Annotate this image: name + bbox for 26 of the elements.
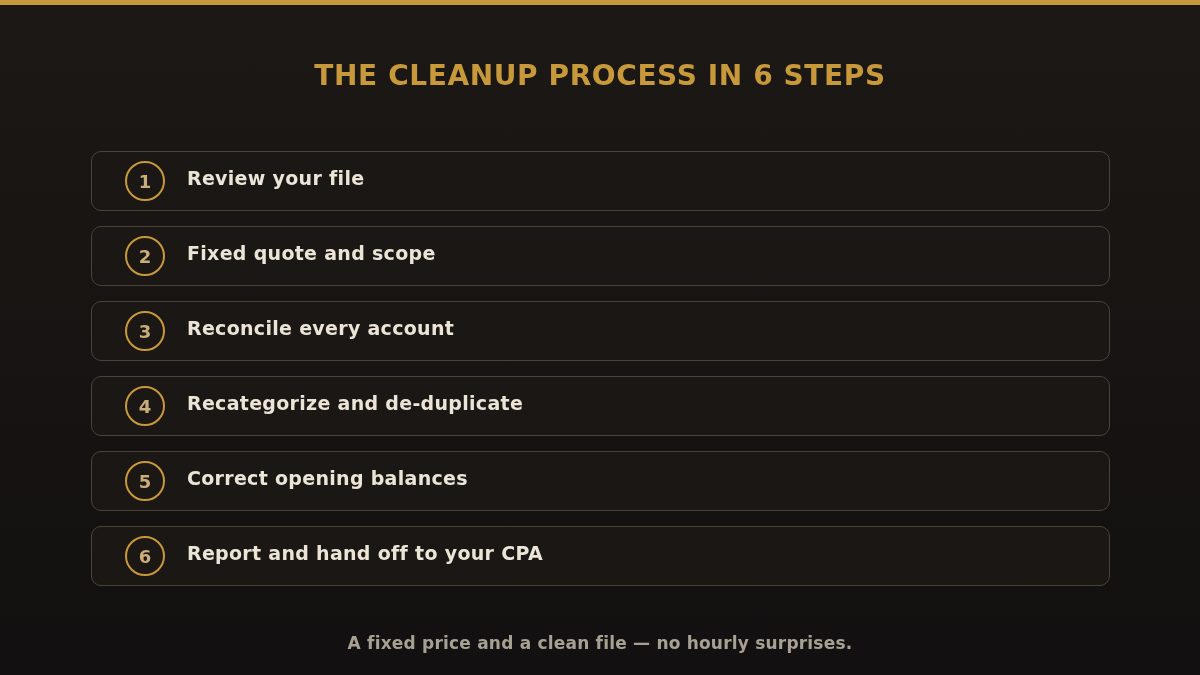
step-number-circle (125, 161, 165, 201)
step-row (91, 301, 1110, 361)
step-label: Recategorize and de-duplicate (187, 391, 524, 415)
step-number-circle (125, 311, 165, 351)
step-label: Reconcile every account (187, 316, 455, 340)
step-number: 1 (138, 172, 152, 192)
step-number: 4 (138, 397, 152, 417)
step-number: 2 (138, 247, 152, 267)
caption: A fixed price and a clean file — no hourly surprises. (347, 633, 853, 653)
step-row (91, 151, 1110, 211)
step-row (91, 526, 1110, 586)
step-number-circle (125, 536, 165, 576)
step-label: Correct opening balances (187, 466, 468, 490)
step-number: 6 (138, 547, 152, 567)
step-row (91, 376, 1110, 436)
step-number: 3 (138, 322, 152, 342)
title: THE CLEANUP PROCESS IN 6 STEPS (314, 59, 886, 92)
step-row (91, 226, 1110, 286)
step-label: Review your file (187, 166, 365, 190)
step-number-circle (125, 236, 165, 276)
step-row (91, 451, 1110, 511)
step-number-circle (125, 461, 165, 501)
step-label: Fixed quote and scope (187, 241, 436, 265)
step-number-circle (125, 386, 165, 426)
step-label: Report and hand off to your CPA (187, 541, 543, 565)
step-number: 5 (138, 472, 152, 492)
